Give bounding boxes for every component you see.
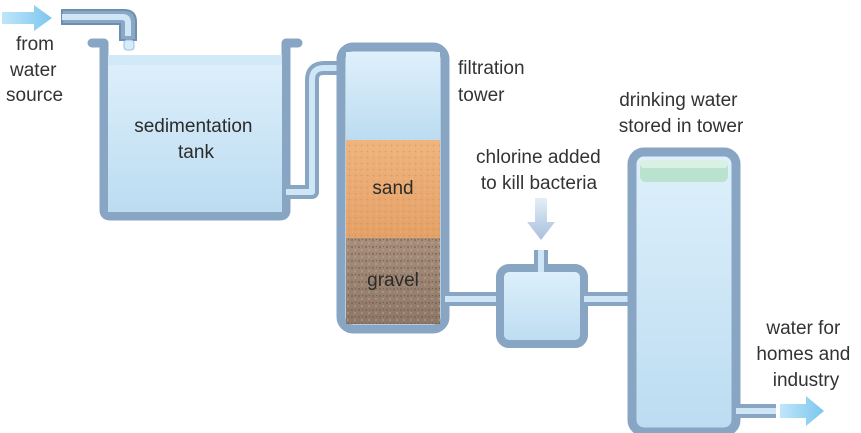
storage-tower [627, 147, 741, 433]
sand-label: sand [372, 178, 413, 199]
chlorine-label: chlorine added to kill bacteria [476, 147, 606, 194]
output-label: water for homes and industry [756, 318, 855, 391]
inflow-arrow-icon [2, 5, 52, 31]
sedimentation-tank [87, 38, 303, 221]
inlet-pipe [61, 9, 137, 51]
gravel-label: gravel [367, 270, 419, 291]
connector-pipe-tank-to-filter [286, 61, 348, 199]
outflow-arrow-icon [780, 396, 824, 426]
outlet-pipe [736, 404, 776, 418]
connector-pipe-chlorine-to-storage [584, 292, 634, 306]
chlorine-arrow-icon [527, 198, 555, 240]
source-label: from water source [6, 34, 63, 106]
chlorination-tank [496, 250, 588, 348]
storage-tower-label: drinking water stored in tower [619, 90, 744, 137]
filtration-tower-label: filtration tower [458, 58, 530, 106]
filtration-tower [336, 42, 450, 334]
sedimentation-tank-label: sedimentation tank [134, 116, 258, 163]
connector-pipe-filter-to-chlorine [445, 292, 503, 306]
